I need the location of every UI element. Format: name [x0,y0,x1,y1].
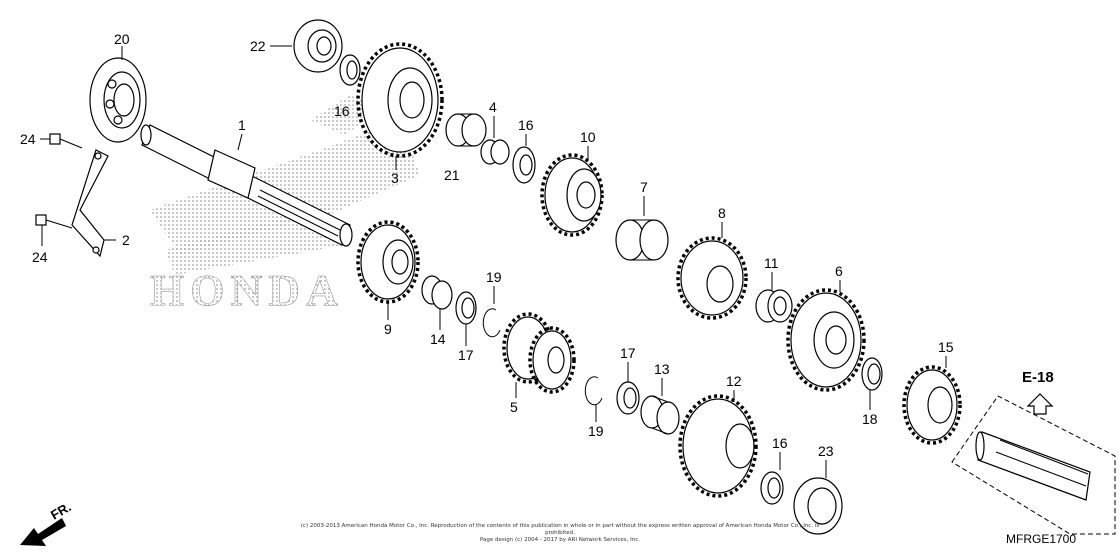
callout-21[interactable]: 21 [444,167,460,183]
bearing-20[interactable] [89,57,147,143]
mainshaft-1[interactable] [140,124,353,247]
callout-16a[interactable]: 16 [334,103,350,119]
callout-24a[interactable]: 24 [20,131,36,147]
bushing-4[interactable] [480,139,510,165]
bushing-13[interactable] [640,395,680,435]
washer-17b[interactable] [616,381,640,415]
washer-17a[interactable] [455,291,477,325]
honda-watermark-text: HONDA [150,266,344,315]
washer-16c[interactable] [760,471,784,505]
honda-wing-watermark: HONDA [150,95,420,315]
callout-8[interactable]: 8 [718,205,726,221]
callout-6[interactable]: 6 [835,263,843,279]
copyright-line-2: Page design (c) 2004 - 2017 by ARI Netwo… [479,537,641,543]
callout-19a[interactable]: 19 [486,269,502,285]
gear-3[interactable] [356,42,444,158]
bearing-23[interactable] [793,477,843,535]
needle-bearing-7[interactable] [615,219,669,261]
gear-15[interactable] [902,365,962,445]
bolt-24b[interactable] [35,214,73,229]
washer-16b[interactable] [512,146,536,184]
callout-15[interactable]: 15 [938,339,954,355]
gear-12[interactable] [678,394,758,498]
callout-12[interactable]: 12 [726,373,742,389]
callout-4[interactable]: 4 [489,99,497,115]
bushing-11[interactable] [755,289,793,323]
callout-17b[interactable]: 17 [620,345,636,361]
snap-ring-19a[interactable] [482,308,501,338]
callout-11[interactable]: 11 [764,255,779,271]
gear-10[interactable] [540,153,604,237]
e18-reference-label[interactable]: E-18 [1022,369,1054,386]
gear-8[interactable] [676,236,748,320]
callout-14[interactable]: 14 [430,331,446,347]
callout-10[interactable]: 10 [580,129,596,145]
callout-5[interactable]: 5 [510,399,518,415]
countershaft-reference-box [951,395,1116,535]
callout-9[interactable]: 9 [384,321,392,337]
callout-17a[interactable]: 17 [458,347,474,363]
callout-1[interactable]: 1 [238,117,246,133]
callout-23[interactable]: 23 [818,443,834,459]
callout-16b[interactable]: 16 [518,117,534,133]
bearing-22[interactable] [293,19,343,73]
callout-3[interactable]: 3 [391,170,399,186]
e18-reference-arrow[interactable] [1026,393,1054,415]
callout-7[interactable]: 7 [640,179,648,195]
bushing-14[interactable] [421,275,453,310]
bolt-24a[interactable] [49,133,83,149]
diagram-code: MFRGE1700 [1006,532,1077,546]
stopper-plate-2[interactable] [71,149,109,258]
front-direction-label: FR. [48,499,74,522]
washer-16a[interactable] [339,54,361,86]
snap-ring-19b[interactable] [584,376,603,406]
washer-18[interactable] [861,357,883,391]
front-direction-arrow [20,518,66,546]
callout-19b[interactable]: 19 [588,423,604,439]
gear-5[interactable] [502,312,576,394]
gear-6[interactable] [786,288,866,392]
callout-13[interactable]: 13 [654,361,670,377]
callout-2[interactable]: 2 [122,232,130,248]
callout-18[interactable]: 18 [862,411,878,427]
gear-9[interactable] [356,220,420,304]
callout-20[interactable]: 20 [114,31,130,47]
copyright-line-1: (c) 2003-2013 American Honda Motor Co., … [300,523,820,536]
copyright-notice: (c) 2003-2013 American Honda Motor Co., … [300,523,820,544]
callout-22[interactable]: 22 [250,38,266,54]
callout-24b[interactable]: 24 [32,249,48,265]
needle-bearing-21[interactable] [445,113,487,147]
callout-16c[interactable]: 16 [772,435,788,451]
